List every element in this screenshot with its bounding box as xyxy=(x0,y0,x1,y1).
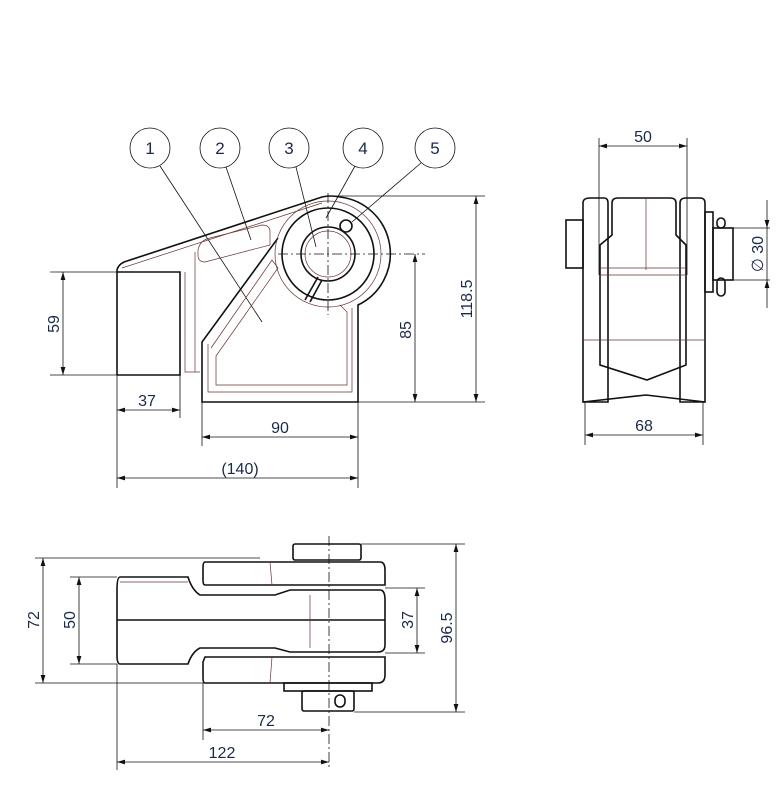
dimension-side-68: 68 xyxy=(584,402,704,445)
svg-text:90: 90 xyxy=(271,420,289,437)
svg-text:68: 68 xyxy=(635,418,653,435)
svg-text:(140): (140) xyxy=(221,461,258,478)
svg-text:122: 122 xyxy=(209,745,236,762)
svg-text:72: 72 xyxy=(26,611,43,629)
dimension-140: (140) xyxy=(117,461,358,481)
balloon-5: 5 xyxy=(414,127,456,169)
svg-text:118.5: 118.5 xyxy=(459,279,476,318)
svg-text:3: 3 xyxy=(284,139,293,158)
svg-text:1: 1 xyxy=(145,139,154,158)
svg-text:37: 37 xyxy=(400,611,417,629)
balloon-1: 1 xyxy=(129,127,171,169)
dimension-90: 90 xyxy=(201,402,359,488)
svg-text:37: 37 xyxy=(138,393,156,410)
svg-text:50: 50 xyxy=(634,129,652,146)
front-view: 1 2 3 4 5 59 37 90 (140) xyxy=(46,127,485,488)
top-view: 72 50 37 96.5 72 122 xyxy=(26,536,465,770)
front-part-outline xyxy=(116,193,425,403)
dimension-59: 59 xyxy=(46,271,117,376)
balloon-leaders xyxy=(159,162,422,323)
balloon-2: 2 xyxy=(199,127,241,169)
dimension-diameter-30: ∅ 30 xyxy=(733,200,770,308)
balloon-4: 4 xyxy=(342,127,384,169)
svg-text:5: 5 xyxy=(430,139,439,158)
svg-text:85: 85 xyxy=(398,321,415,339)
svg-text:59: 59 xyxy=(46,315,63,333)
dimension-top-50: 50 xyxy=(62,576,117,665)
dimension-top-96-5: 96.5 xyxy=(354,543,465,713)
svg-text:∅ 30: ∅ 30 xyxy=(750,236,767,272)
dimension-85: 85 xyxy=(358,254,485,403)
dimension-top-122: 122 xyxy=(116,664,329,770)
svg-text:50: 50 xyxy=(62,611,79,629)
dimension-top-72-vertical: 72 xyxy=(26,557,260,684)
dimension-top-72-horizontal: 72 xyxy=(202,683,329,740)
svg-text:72: 72 xyxy=(257,713,275,730)
svg-text:96.5: 96.5 xyxy=(439,612,456,643)
balloon-3: 3 xyxy=(268,127,310,169)
dimension-37: 37 xyxy=(116,375,181,488)
svg-text:2: 2 xyxy=(215,139,224,158)
dimension-top-37: 37 xyxy=(385,587,425,654)
dimension-118-5: 118.5 xyxy=(330,195,485,402)
dimension-side-50: 50 xyxy=(598,129,688,275)
side-view: 50 68 ∅ 30 xyxy=(565,129,770,445)
svg-text:4: 4 xyxy=(358,139,367,158)
